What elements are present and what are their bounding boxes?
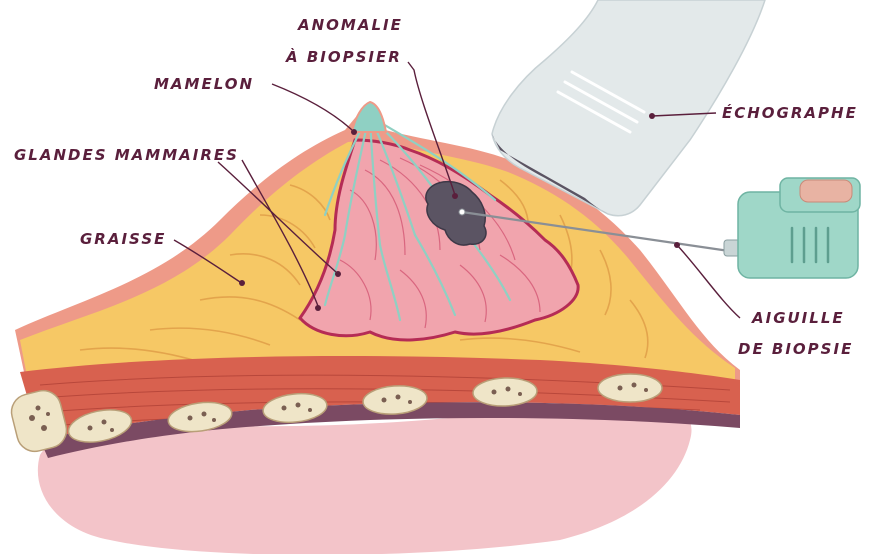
label-echographe: ÉCHOGRAPHE: [722, 103, 858, 122]
label-anomalie-line1: ANOMALIE: [297, 16, 403, 34]
nipple-icon: [352, 102, 386, 132]
label-mamelon: MAMELON: [154, 75, 254, 93]
label-glandes-mammaires: GLANDES MAMMAIRES: [14, 146, 239, 164]
label-graisse: GRAISSE: [80, 230, 166, 248]
label-anomalie-line2: À BIOPSIER: [285, 47, 402, 66]
label-aiguille-line2: DE BIOPSIE: [738, 340, 853, 358]
label-aiguille-line1: AIGUILLE: [751, 309, 845, 327]
rib-icon: [598, 374, 662, 402]
